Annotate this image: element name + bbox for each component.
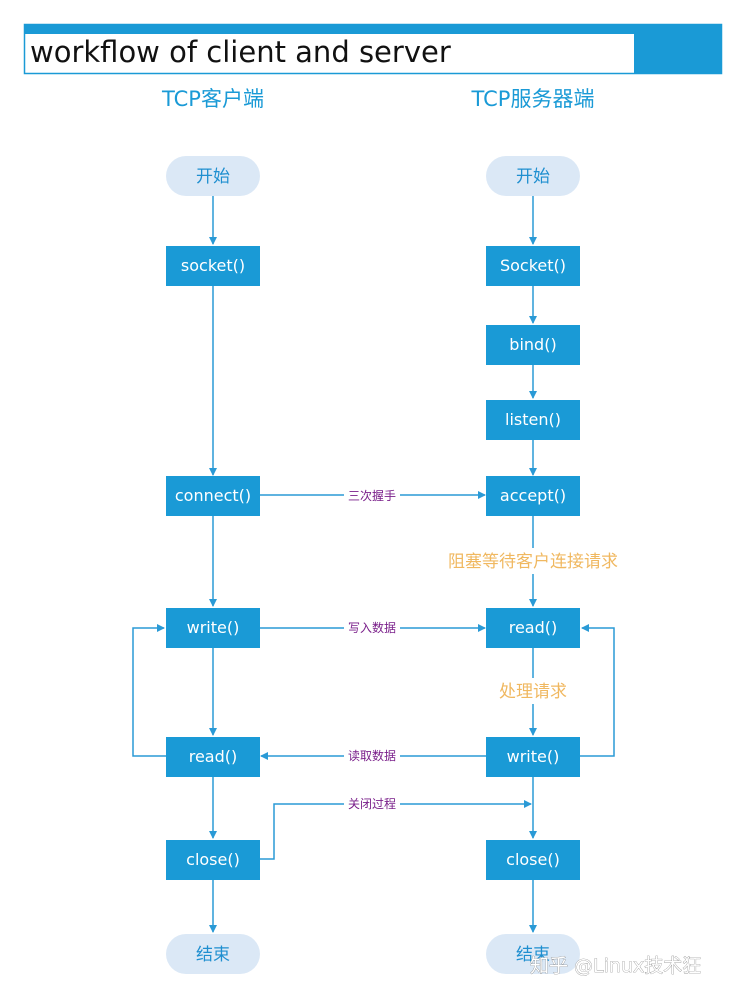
server-end-label: 结束 xyxy=(516,945,550,965)
client-end-label: 结束 xyxy=(196,945,230,965)
write-data-edge: 写入数据 xyxy=(260,620,486,636)
client-end-node: 结束 xyxy=(166,934,260,974)
client-read-label: read() xyxy=(189,747,238,766)
server-heading: TCP服务器端 xyxy=(471,87,595,111)
server-close-node: close() xyxy=(486,840,580,880)
title-banner: workflow of client and server xyxy=(23,23,723,75)
server-socket-label: Socket() xyxy=(500,256,566,275)
server-listen-node: listen() xyxy=(486,400,580,440)
client-close-label: close() xyxy=(186,850,240,869)
client-start-label: 开始 xyxy=(196,167,230,187)
server-start-node: 开始 xyxy=(486,156,580,196)
client-start-node: 开始 xyxy=(166,156,260,196)
server-write-label: write() xyxy=(507,747,560,766)
server-write-node: write() xyxy=(486,737,580,777)
server-read-label: read() xyxy=(509,618,558,637)
client-connect-node: connect() xyxy=(166,476,260,516)
write-data-label: 写入数据 xyxy=(348,620,396,635)
server-end-node: 结束 xyxy=(486,934,580,974)
client-connect-label: connect() xyxy=(175,486,251,505)
server-listen-label: listen() xyxy=(505,410,561,429)
client-socket-label: socket() xyxy=(181,256,245,275)
client-heading: TCP客户端 xyxy=(161,87,264,111)
server-close-label: close() xyxy=(506,850,560,869)
server-bind-node: bind() xyxy=(486,325,580,365)
close-process-edge: 关闭过程 xyxy=(260,796,532,860)
watermark: 知乎 @Linux技术狂 xyxy=(530,955,701,977)
handshake-label: 三次握手 xyxy=(348,488,396,503)
server-socket-node: Socket() xyxy=(486,246,580,286)
read-data-edge: 读取数据 xyxy=(260,748,486,764)
server-accept-node: accept() xyxy=(486,476,580,516)
client-write-node: write() xyxy=(166,608,260,648)
client-read-node: read() xyxy=(166,737,260,777)
block-wait-note: 阻塞等待客户连接请求 xyxy=(448,552,618,572)
server-accept-label: accept() xyxy=(500,486,566,505)
client-write-label: write() xyxy=(187,618,240,637)
diagram-title: workflow of client and server xyxy=(30,35,451,69)
read-data-label: 读取数据 xyxy=(348,748,396,763)
process-request-note: 处理请求 xyxy=(499,682,567,702)
server-read-node: read() xyxy=(486,608,580,648)
server-start-label: 开始 xyxy=(516,167,550,187)
server-bind-label: bind() xyxy=(509,335,556,354)
handshake-edge: 三次握手 xyxy=(260,487,486,503)
client-close-node: close() xyxy=(166,840,260,880)
server-connectors xyxy=(529,196,615,933)
close-process-label: 关闭过程 xyxy=(348,796,396,811)
client-socket-node: socket() xyxy=(166,246,260,286)
client-connectors xyxy=(132,196,217,933)
